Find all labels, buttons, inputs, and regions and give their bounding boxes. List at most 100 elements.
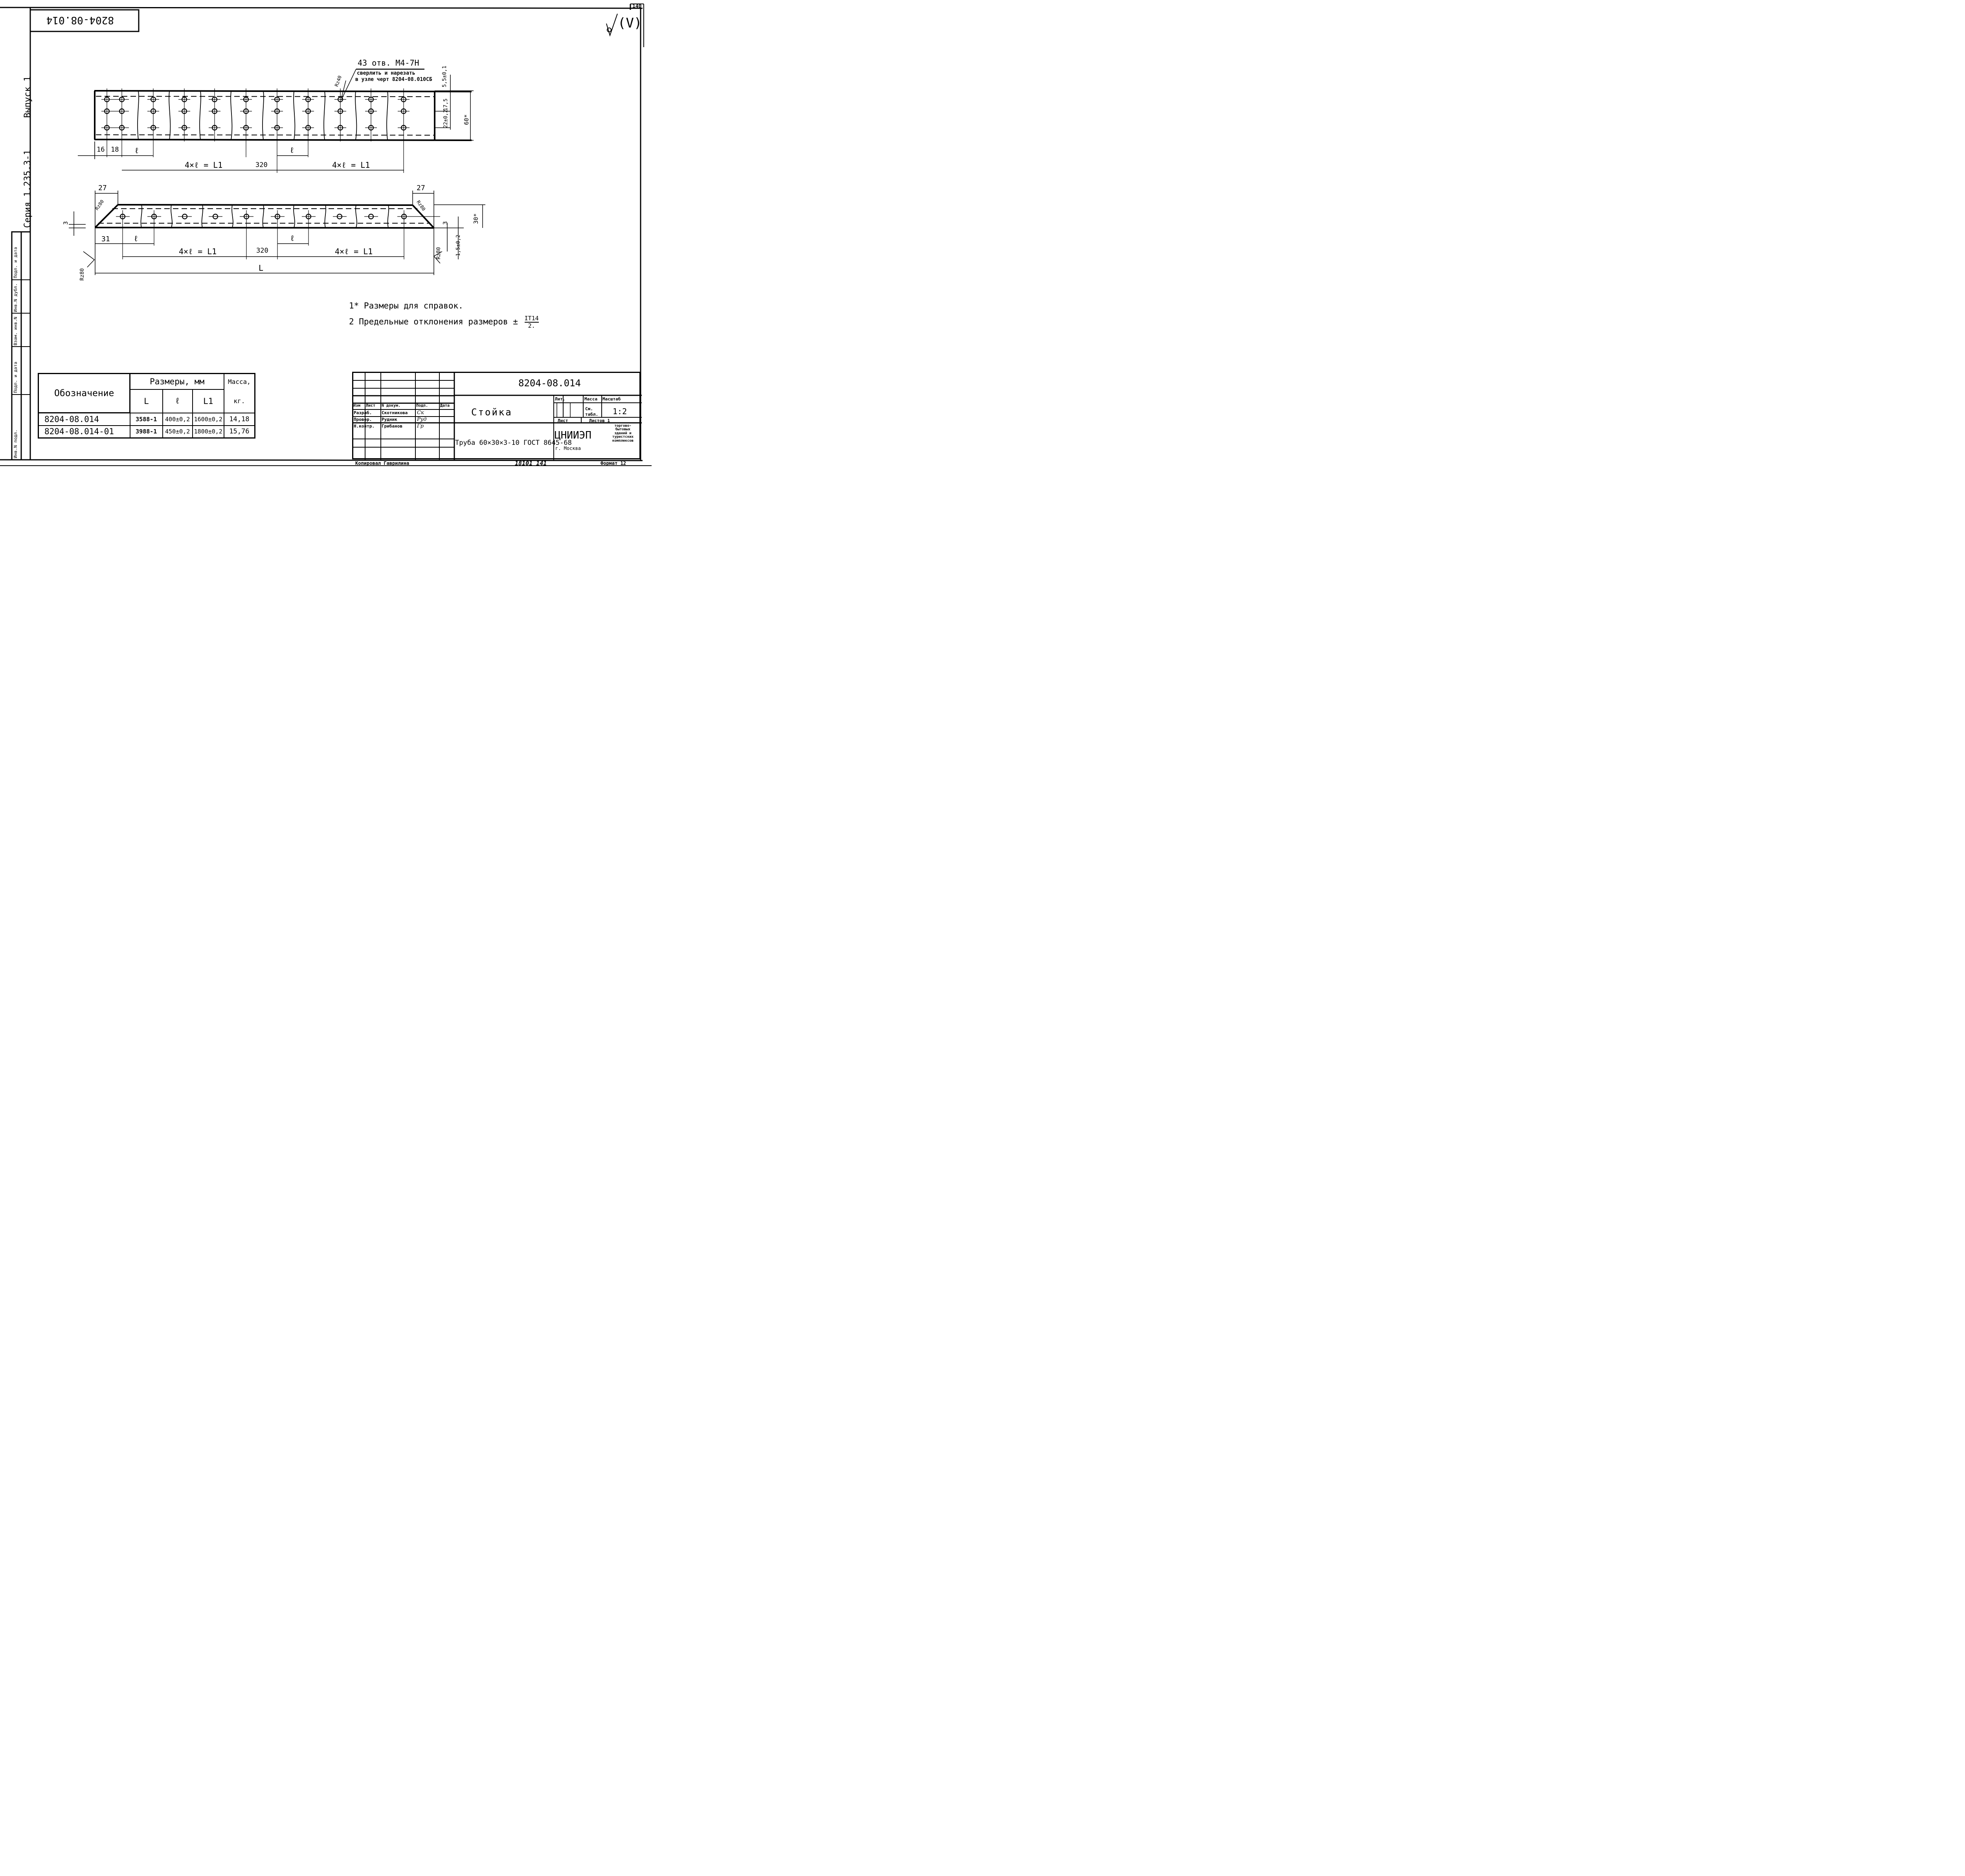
header-L: L	[129, 389, 163, 413]
dim-l: ℓ	[134, 146, 140, 155]
org-city: г. Москва	[555, 446, 581, 451]
sign-checker: Руд	[417, 417, 427, 422]
role-developer: Разраб.	[354, 410, 372, 415]
col-list: Лист	[366, 404, 376, 408]
cell-designation: 8204-08.014	[38, 412, 130, 426]
dim-320-bottom: 320	[256, 247, 268, 255]
dim-27-left: 27	[98, 184, 107, 192]
callout-holes: 43 отв. М4-7Н	[358, 58, 419, 68]
dim-3-right: 3	[442, 221, 449, 225]
roughness-bracket: (V)	[618, 15, 642, 31]
header-designation: Обозначение	[37, 373, 131, 413]
sign-developer: Ск	[417, 410, 424, 416]
order-number: 18101 141	[515, 460, 547, 467]
sizes-table: Обозначение Размеры, мм Масса, L ℓ L1 кг…	[37, 373, 255, 439]
cell-mass: 15,76	[223, 425, 255, 439]
doc-number: 8204-08.014	[518, 378, 581, 389]
fraction-denominator: 2.	[528, 322, 535, 329]
part-title: Стойка	[471, 407, 512, 418]
dim-31: 31	[101, 235, 110, 243]
dim-l-bottom: ℓ	[134, 234, 139, 243]
cell-L: 3588-1	[129, 412, 163, 426]
hole-grid	[104, 96, 407, 131]
name-normcontrol: Грибанов	[382, 424, 402, 429]
dim-30: 30*	[472, 213, 479, 224]
dim-total-L: L	[259, 263, 264, 273]
col-sign: Подп.	[416, 404, 428, 408]
note-1: 1* Размеры для справок.	[349, 301, 463, 310]
header-sizes: Размеры, мм	[129, 373, 224, 390]
top-pipe-view	[78, 68, 474, 173]
dim-4l-right: 4×ℓ = L1	[332, 160, 370, 170]
roughness-symbol	[606, 13, 618, 37]
side-cell-replace-inv: Взам. инв.N	[13, 317, 18, 345]
fraction-numerator: IT14	[524, 315, 539, 323]
lit-label: Лит.	[555, 396, 566, 402]
material-spec: Труба 60×30×3-10 ГОСТ 8645-68	[455, 439, 572, 447]
title-block-grid	[353, 373, 642, 461]
scale-value: 1:2	[613, 407, 627, 416]
name-developer: Скотникова	[382, 410, 408, 415]
issue-label: Выпуск 1	[23, 76, 33, 118]
dim-5-5: 5,5±0,1	[442, 66, 448, 87]
org-description: торгово- бытовых зданий и туристских ком…	[605, 424, 641, 443]
copied-by: Копировал Гаврилина	[355, 461, 410, 466]
sign-normcontrol: Гр	[417, 423, 424, 429]
org-desc-line: торгово-	[614, 424, 632, 428]
dim-4l-bottom-left: 4×ℓ = L1	[179, 247, 217, 256]
col-date: Дата	[440, 404, 450, 408]
cell-l: 450±0,2	[162, 425, 193, 439]
side-cell-sign-date-2: Подп. и дата	[13, 362, 18, 393]
bottom-pipe-view	[69, 191, 485, 275]
org-desc-line: комплексов	[612, 439, 634, 443]
scale-label: Масштаб	[602, 396, 621, 402]
dim-l-mid-bottom: ℓ	[290, 233, 295, 243]
note-2: 2 Предельные отклонения размеров ± IT14 …	[349, 315, 539, 329]
sheets-count: Листов 1	[589, 418, 610, 423]
page-number: 140	[632, 4, 642, 9]
table-row: 8204-08.014-01 3988-1 450±0,2 1800±0,2 1…	[38, 425, 255, 439]
header-mass-unit: кг.	[223, 389, 255, 413]
dim-18: 18	[111, 146, 119, 154]
dim-17-5: 17,5	[443, 98, 449, 111]
drawing-sheet: 140 8204-08.014 (V) Серия 1.235.3-1 Выпу…	[0, 0, 652, 469]
sheet-label: Лист	[558, 418, 568, 423]
callout-ref: в узле черт 8204-08.010СБ	[355, 77, 432, 83]
org-name: ЦНИИЭП	[555, 430, 591, 441]
org-desc-line: бытовых	[615, 428, 630, 432]
drawing-canvas	[0, 4, 652, 466]
dim-4l-left: 4×ℓ = L1	[185, 160, 223, 170]
cell-L: 3988-1	[129, 425, 163, 439]
cell-designation: 8204-08.014-01	[38, 425, 130, 439]
cell-l: 400±0,2	[162, 412, 193, 426]
corner-doc-number: 8204-08.014	[46, 14, 114, 26]
sheet-format: Формат 12	[601, 461, 626, 466]
dim-1-5: 1,5±0,2	[455, 235, 461, 256]
col-doc: N докум.	[382, 404, 401, 408]
cell-L1: 1800±0,2	[192, 425, 224, 439]
rz80-bottom-right: Rz80	[436, 247, 442, 259]
header-mass: Масса,	[223, 373, 255, 389]
side-cell-sign-date: Подп. и дата	[13, 247, 18, 278]
series-label: Серия 1.235.3-1	[23, 150, 33, 228]
dim-320: 320	[255, 161, 268, 169]
table-row: 8204-08.014 3588-1 400±0,2 1600±0,2 14,1…	[38, 412, 255, 426]
dim-27-right: 27	[417, 184, 425, 192]
side-cell-dup-inv: Инв.N дубл.	[13, 283, 18, 312]
dim-3-left: 3	[62, 221, 69, 225]
org-desc-line: зданий и	[614, 431, 632, 435]
role-normcontrol: Н.контр.	[354, 424, 375, 429]
mass-label: Масса	[584, 396, 598, 402]
header-L1: L1	[192, 389, 224, 413]
title-block: Изм Лист N докум. Подп. Дата Разраб. Ско…	[352, 372, 642, 461]
callout-drill: сверлить и нарезать	[357, 70, 415, 76]
role-checker: Провер.	[354, 417, 372, 422]
cell-L1: 1600±0,2	[192, 412, 224, 426]
mass-value: См. табл.	[585, 406, 599, 417]
header-l: ℓ	[162, 389, 193, 413]
note-2-fraction: IT14 2.	[524, 315, 539, 329]
rz80-bottom-left: Rz80	[79, 268, 85, 281]
dim-16: 16	[97, 146, 105, 154]
side-cell-orig-inv: Инв.N подл.	[13, 430, 18, 458]
col-izm: Изм	[353, 404, 361, 408]
